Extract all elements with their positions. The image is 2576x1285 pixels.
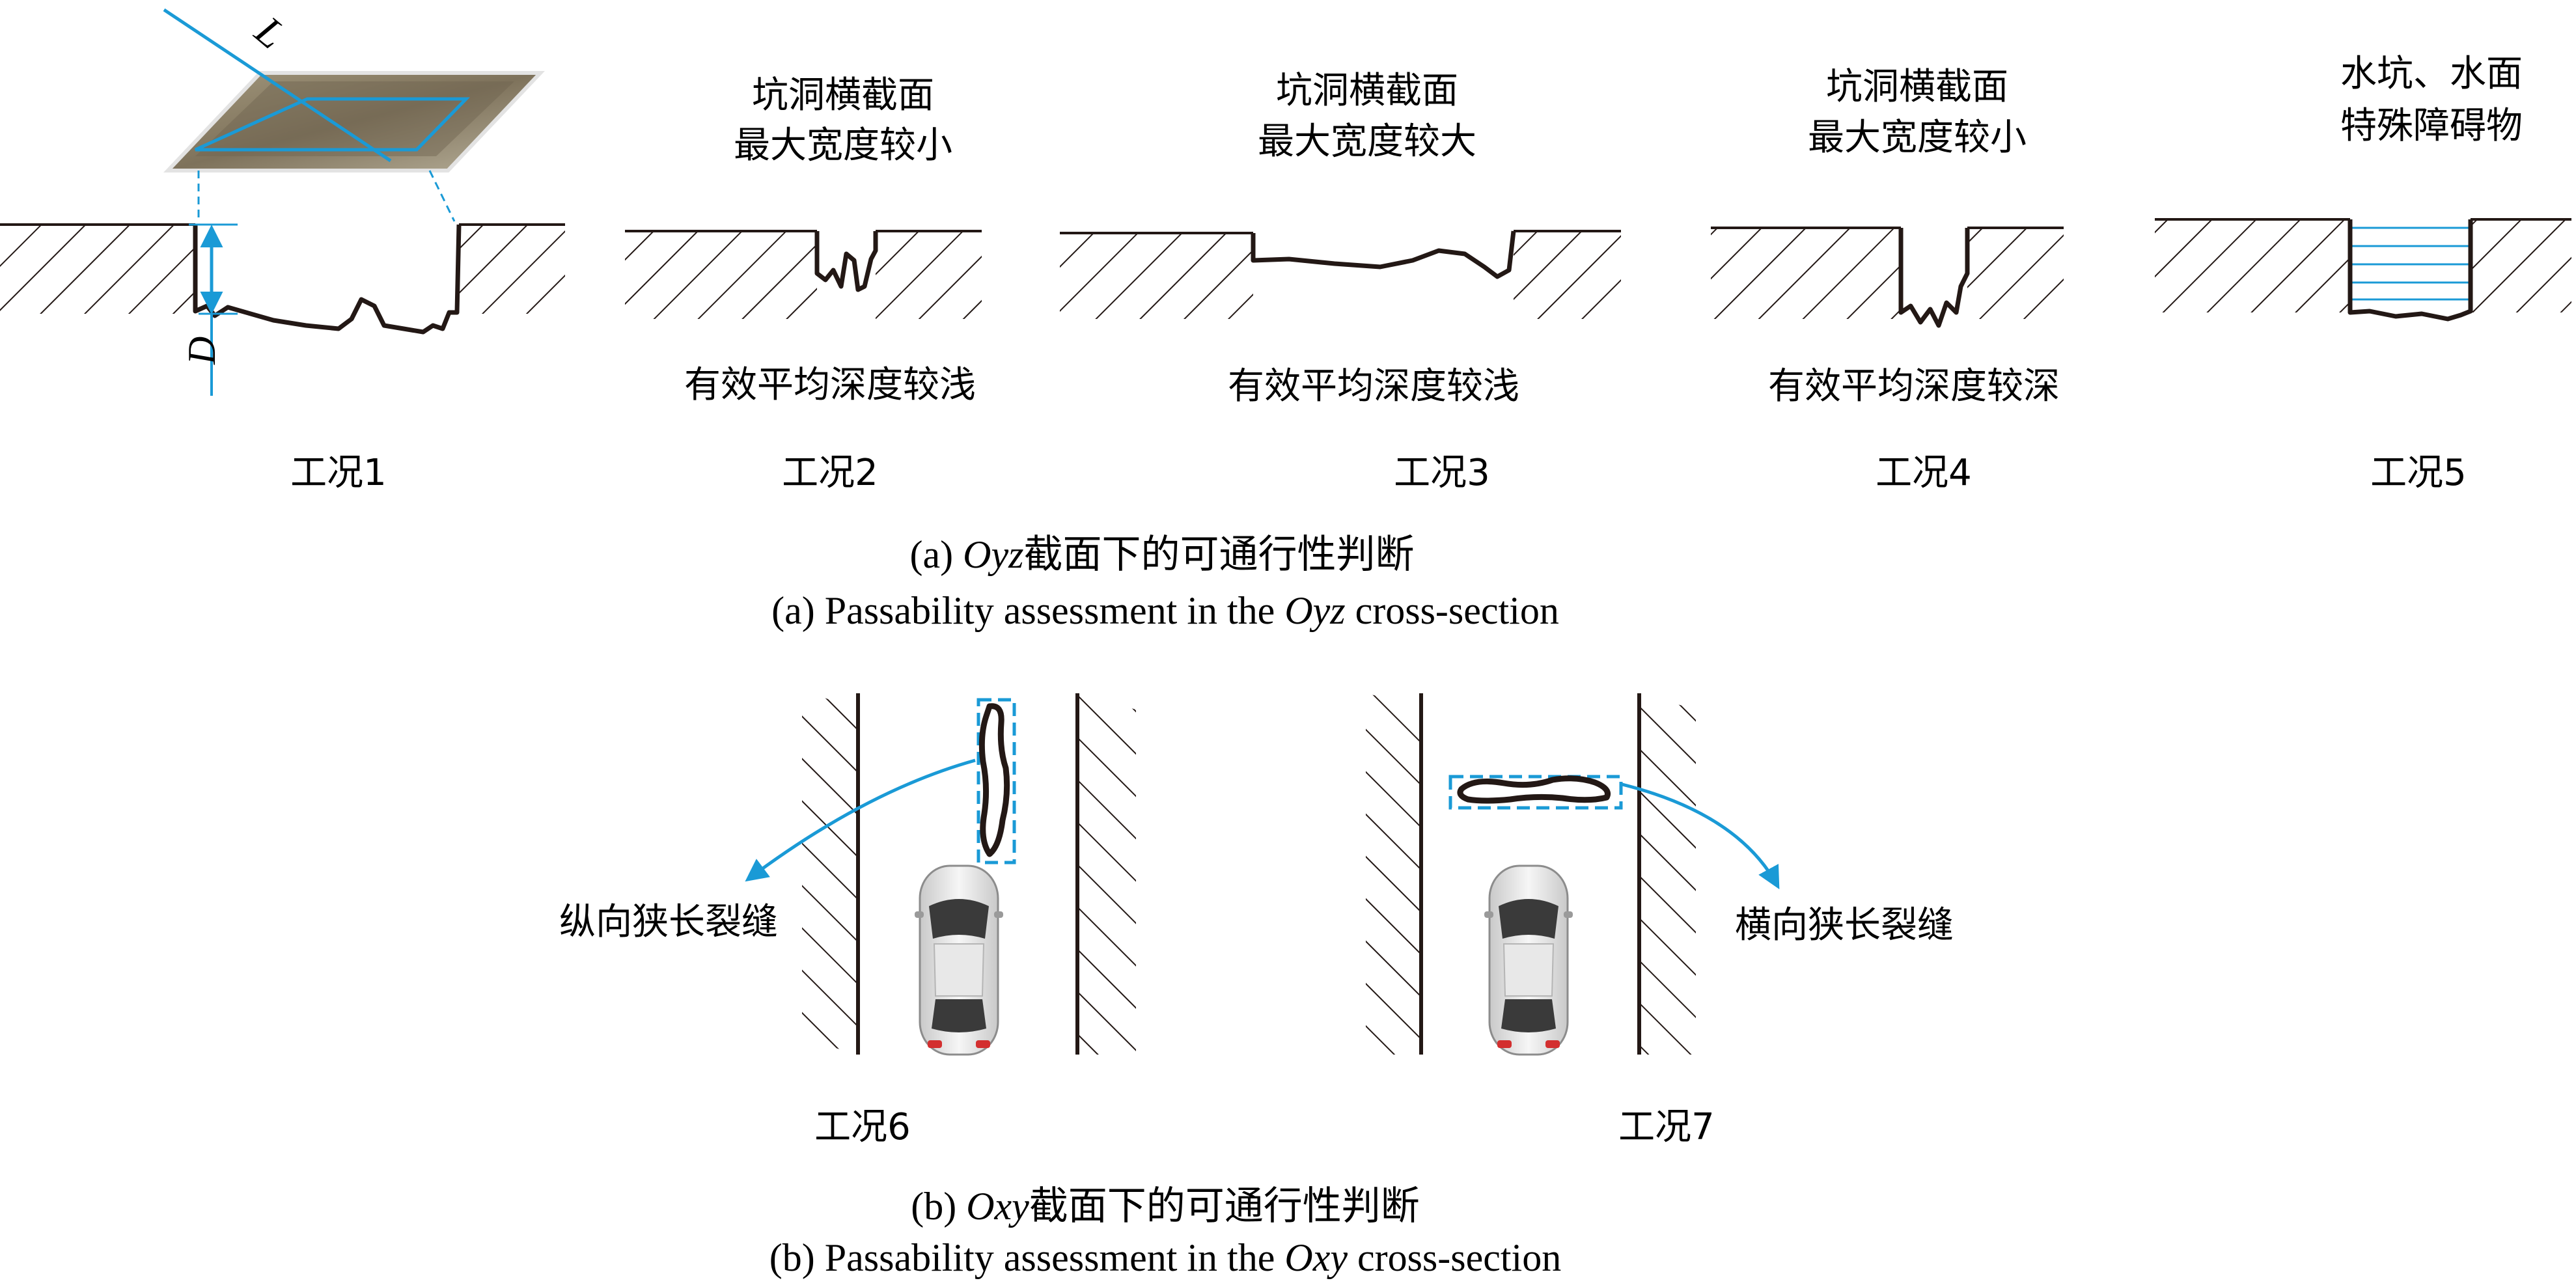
case-3-label: 工况3 — [1394, 452, 1490, 494]
pothole-profile — [2347, 219, 2473, 322]
pothole-profile — [1898, 228, 1970, 328]
road-edge-hatch-left — [802, 690, 858, 1055]
car — [1483, 864, 1574, 1056]
crack-bbox — [976, 698, 1016, 864]
pothole-profile — [814, 231, 878, 292]
ground-right — [1967, 228, 2064, 319]
case-2-bottom-text: 有效平均深度较浅 — [684, 364, 976, 406]
ground-left — [0, 225, 195, 314]
case-3-bottom-text: 有效平均深度较浅 — [1228, 365, 1519, 408]
case-4-bottom-text: 有效平均深度较深 — [1768, 365, 2060, 408]
road-edge-hatch-right — [1077, 693, 1136, 1055]
ground-left — [1711, 228, 1901, 319]
transverse-crack — [1457, 775, 1611, 804]
case-3-top-line-1: 坑洞横截面 — [1276, 70, 1458, 112]
caption-a-en: (a) Passability assessment in the Oyz cr… — [771, 589, 1559, 632]
case-4-top-line-2: 最大宽度较小 — [1808, 117, 2027, 159]
water-lines — [2350, 227, 2471, 301]
case-2-top-line-1: 坑洞横截面 — [752, 74, 934, 117]
length-line — [163, 8, 392, 163]
ground-surface — [1060, 230, 1621, 234]
case-7-crack-label: 横向狭长裂缝 — [1735, 904, 1954, 946]
case-3-cross-section: 坑洞横截面 最大宽度较大 有效平均深度较浅 工况3 — [1060, 70, 1621, 494]
photo-bbox — [194, 97, 470, 152]
pothole-profile — [1251, 230, 1516, 279]
ground-right — [876, 231, 982, 319]
car — [913, 864, 1004, 1056]
case-6-crack-label: 纵向狭长裂缝 — [559, 901, 778, 943]
case-4-cross-section: 坑洞横截面 最大宽度较小 有效平均深度较深 工况4 — [1711, 66, 2064, 494]
ground-left — [625, 231, 817, 319]
case-5-top-line-1: 水坑、水面 — [2340, 53, 2523, 95]
case-5-label: 工况5 — [2370, 452, 2467, 494]
crack-pointer-arrow — [1622, 782, 1780, 890]
case-7-road-view: 横向狭长裂缝 工况7 — [1366, 693, 1954, 1148]
ground-right — [2471, 219, 2571, 312]
ground-right — [459, 225, 565, 314]
ground-left — [1060, 233, 1253, 319]
crack-bbox — [1448, 775, 1623, 810]
case-4-label: 工况4 — [1876, 452, 1972, 494]
ground-right — [1514, 231, 1621, 319]
case-7-label: 工况7 — [1618, 1106, 1715, 1148]
case-6-label: 工况6 — [814, 1106, 911, 1148]
ground-left — [2155, 219, 2350, 312]
case-5-top-line-2: 特殊障碍物 — [2340, 105, 2523, 147]
road-edge-hatch-right — [1639, 693, 1696, 1055]
case-1-cross-section: L D 工况1 — [0, 7, 565, 494]
case-6-road-view: 纵向狭长裂缝 工况6 — [559, 690, 1136, 1148]
caption-b-cn: (b) Oxy截面下的可通行性判断 — [911, 1183, 1420, 1229]
depth-label: D — [180, 337, 223, 365]
caption-a-cn: (a) Oyz截面下的可通行性判断 — [910, 532, 1415, 577]
case-4-top-line-1: 坑洞横截面 — [1826, 66, 2008, 108]
case-3-top-line-2: 最大宽度较大 — [1258, 120, 1476, 163]
longitudinal-crack — [978, 703, 1010, 857]
case-2-cross-section: 坑洞横截面 最大宽度较小 有效平均深度较浅 工况2 — [625, 74, 982, 494]
caption-b-en: (b) Passability assessment in the Oxy cr… — [769, 1236, 1561, 1279]
length-label: L — [246, 7, 294, 58]
case-2-top-line-2: 最大宽度较小 — [734, 124, 952, 167]
pothole-profile — [193, 224, 462, 335]
case-2-label: 工况2 — [782, 452, 878, 494]
crack-pointer-arrow — [745, 758, 976, 882]
projection-line-right — [428, 170, 456, 222]
road-edge-hatch-left — [1366, 693, 1421, 1055]
case-1-label: 工况1 — [290, 452, 387, 494]
case-5-cross-section: 水坑、水面 特殊障碍物 工况5 — [2155, 53, 2571, 494]
